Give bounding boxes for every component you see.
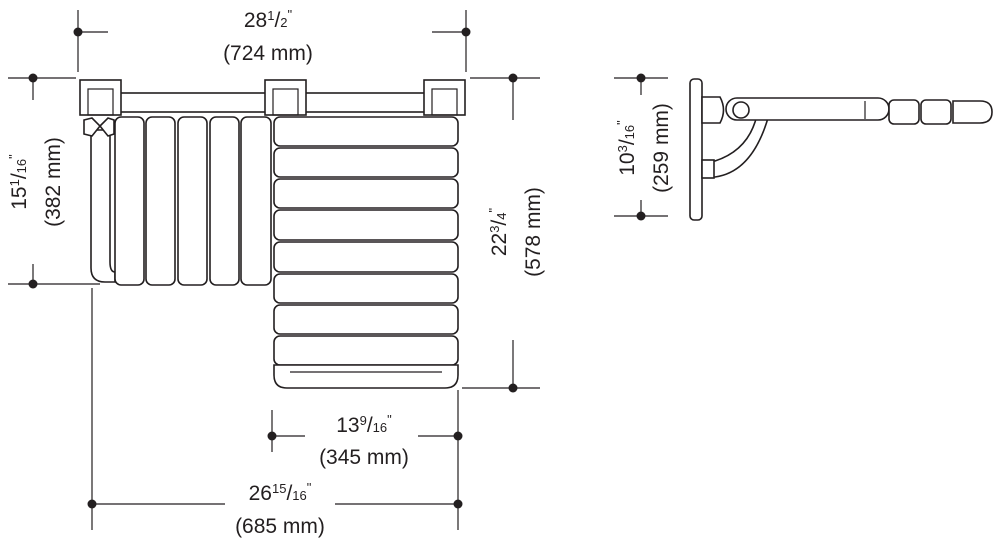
support-arm [711, 114, 769, 178]
svg-text:223/4": 223/4" [486, 207, 511, 256]
side-view-seat [689, 78, 993, 221]
svg-text:(578 mm): (578 mm) [522, 187, 545, 277]
svg-text:(345 mm): (345 mm) [319, 446, 409, 469]
label-overall-depth: 223/4" (578 mm) [486, 187, 545, 277]
seat-slats [273, 116, 459, 366]
wall-bracket-middle [264, 79, 307, 116]
svg-text:139/16": 139/16" [336, 412, 392, 437]
svg-text:(685 mm): (685 mm) [235, 515, 325, 538]
wall-bracket-right [423, 79, 466, 116]
svg-text:(724 mm): (724 mm) [223, 42, 313, 65]
svg-text:(382 mm): (382 mm) [42, 137, 65, 227]
svg-text:151/16": 151/16" [6, 154, 31, 210]
svg-text:281/2": 281/2" [244, 7, 293, 32]
dimension-lines [8, 10, 668, 530]
label-overall-width: 281/2" (724 mm) [223, 7, 313, 65]
top-view-seat [79, 79, 466, 389]
label-folded-depth: 103/16" (259 mm) [614, 103, 673, 193]
label-seat-to-bar-width: 2615/16" (685 mm) [235, 480, 325, 538]
wall-bracket-left [79, 79, 122, 116]
grab-bar [90, 129, 116, 283]
grab-bar-hinge [83, 117, 115, 137]
wall-plate [689, 78, 703, 221]
seat-frame [273, 364, 459, 389]
svg-text:2615/16": 2615/16" [249, 480, 312, 505]
label-seat-width: 139/16" (345 mm) [319, 412, 409, 469]
svg-text:103/16": 103/16" [614, 120, 639, 176]
backrest-slats [114, 116, 272, 286]
svg-text:(259 mm): (259 mm) [650, 103, 673, 193]
label-backrest-height: 151/16" (382 mm) [6, 137, 65, 227]
